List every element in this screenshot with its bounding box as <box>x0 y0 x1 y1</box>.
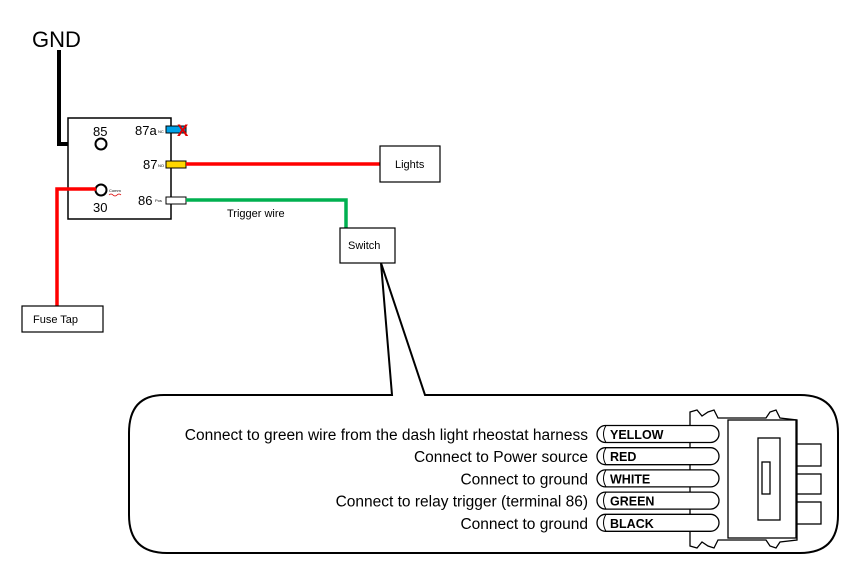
lights-box <box>379 145 441 183</box>
wire-lead-end <box>603 514 607 532</box>
connector-tab <box>796 443 822 467</box>
x-mark: X <box>177 121 189 140</box>
lights-label: Lights <box>395 159 425 171</box>
switch-connector <box>689 409 822 549</box>
terminal-87-no <box>165 160 187 169</box>
terminal-87a-nc <box>165 125 187 134</box>
wire-color-label: BLACK <box>610 517 654 531</box>
wire-lead-end <box>603 469 607 488</box>
wire-description: Connect to ground <box>460 516 588 533</box>
wire-color-label: RED <box>610 450 636 464</box>
fuse-tap-box <box>21 305 104 333</box>
connector-tab <box>796 473 822 495</box>
gnd-label: GND <box>32 27 81 52</box>
wire-description: Connect to green wire from the dash ligh… <box>185 427 588 444</box>
switch-box <box>339 227 396 264</box>
terminal-86 <box>165 196 187 205</box>
pin-86-sub: Pos <box>155 198 162 203</box>
pin-87a-sub: NC <box>158 129 164 134</box>
wire-rows: Connect to green wire from the dash ligh… <box>185 424 720 533</box>
pin-30-label: 30 <box>93 200 107 215</box>
terminal-85 <box>94 137 108 151</box>
relay-body <box>67 117 172 220</box>
wire-lead <box>596 491 720 510</box>
fuse-tap-label: Fuse Tap <box>33 314 78 326</box>
wire-lead <box>596 469 720 488</box>
terminal-30 <box>94 183 108 197</box>
wire-description: Connect to relay trigger (terminal 86) <box>336 494 588 511</box>
wire-color-label: WHITE <box>610 472 650 486</box>
switch-label: Switch <box>348 240 380 252</box>
pin-85-label: 85 <box>93 124 107 139</box>
pin-87a-label: 87a <box>135 123 157 138</box>
wire-description: Connect to Power source <box>414 449 588 466</box>
wire-lead-end <box>603 425 607 443</box>
wire-lead <box>596 513 720 532</box>
pin-87-label: 87 <box>143 157 157 172</box>
wire-lead-end <box>603 491 607 510</box>
wire-color-label: GREEN <box>610 495 654 509</box>
trigger-wire <box>186 198 348 229</box>
wire-color-label: YELLOW <box>610 428 664 442</box>
wire-description: Connect to ground <box>460 471 588 488</box>
pin-30-sub: Comm <box>109 188 121 193</box>
spell-squiggle <box>108 193 122 197</box>
connector-tab <box>796 501 822 525</box>
pin-86-label: 86 <box>138 193 152 208</box>
wire-30-to-fuse <box>55 187 96 307</box>
connector-slot <box>761 461 771 495</box>
wire-lead <box>596 447 720 466</box>
wire-lead <box>596 424 720 444</box>
trigger-wire-label: Trigger wire <box>227 208 285 220</box>
wire-lead-end <box>603 447 607 465</box>
pin-87-sub: NO <box>158 163 164 168</box>
